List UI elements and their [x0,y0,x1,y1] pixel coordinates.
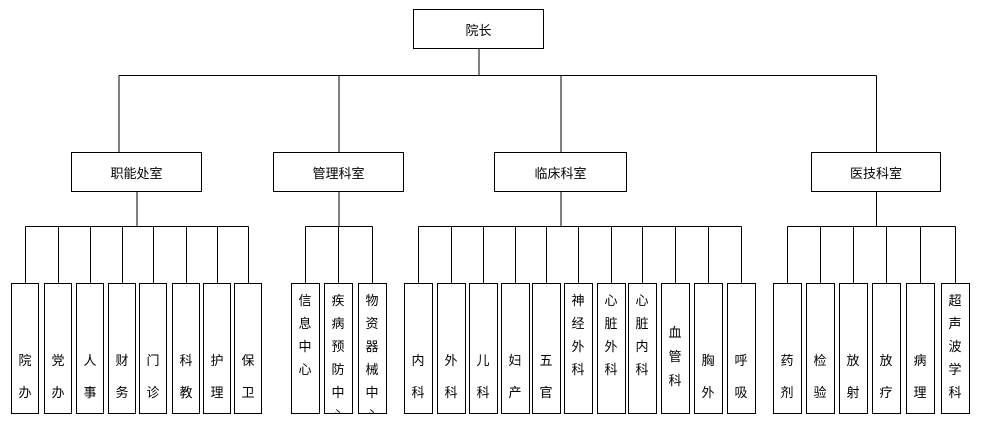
child-node: 呼吸 [726,283,756,414]
child-label: 儿科 [476,354,490,401]
child-label: 放疗 [879,354,893,401]
child-node: 药剂 [772,283,802,414]
child-label: 病理 [913,354,927,401]
child-node: 病理 [905,283,935,414]
child-node: 妇产 [500,283,530,414]
child-label: 放射 [846,354,860,401]
child-node: 物资器械中心 [357,283,387,414]
root-label: 院长 [465,23,492,39]
child-label: 心脏外科 [604,294,618,378]
child-label: 检验 [813,354,827,401]
dept-node-3: 医技科室 [811,152,941,192]
child-node: 院办 [11,283,39,414]
child-node: 人事 [76,283,104,414]
dept-node-1: 管理科室 [273,152,404,192]
child-node: 疾病预防中心 [323,283,353,414]
child-node: 外科 [436,283,466,414]
child-node: 护理 [203,283,231,414]
child-node: 血管科 [660,283,690,414]
child-label: 内科 [411,354,425,401]
child-label: 五官 [539,354,553,401]
child-node: 心脏外科 [596,283,626,414]
child-label: 心脏内科 [635,294,649,378]
child-label: 人事 [83,354,97,401]
child-label: 超声波学科 [948,294,962,401]
dept-label: 管理科室 [312,166,365,182]
dept-node-2: 临床科室 [494,152,627,192]
child-node: 胸外 [693,283,723,414]
child-node: 检验 [805,283,835,414]
child-node: 科教 [172,283,200,414]
child-label: 物资器械中心 [365,294,379,413]
child-node: 保卫 [234,283,262,414]
child-label: 血管科 [668,326,682,389]
child-label: 呼吸 [734,354,748,401]
child-node: 心脏内科 [627,283,657,414]
child-label: 保卫 [241,354,255,401]
child-node: 神经外科 [563,283,593,414]
child-node: 放疗 [871,283,901,414]
child-label: 护理 [210,354,224,401]
child-label: 科教 [179,354,193,401]
child-label: 信息中心 [298,294,312,378]
dept-node-0: 职能处室 [71,152,202,192]
child-node: 内科 [403,283,433,414]
child-node: 门诊 [139,283,167,414]
child-node: 财务 [108,283,136,414]
dept-label: 临床科室 [534,166,587,182]
child-node: 党办 [44,283,72,414]
child-label: 胸外 [701,354,715,401]
dept-label: 医技科室 [849,166,902,182]
child-node: 五官 [531,283,561,414]
child-node: 儿科 [468,283,498,414]
child-label: 门诊 [146,354,160,401]
dept-label: 职能处室 [110,166,163,182]
child-label: 药剂 [780,354,794,401]
child-label: 党办 [51,354,65,401]
child-label: 财务 [115,354,129,401]
child-label: 神经外科 [571,294,585,378]
child-node: 放射 [838,283,868,414]
child-label: 疾病预防中心 [331,294,345,413]
child-node: 超声波学科 [940,283,970,414]
root-node: 院长 [413,9,544,49]
child-node: 信息中心 [290,283,320,414]
child-label: 外科 [444,354,458,401]
child-label: 院办 [18,354,32,401]
child-label: 妇产 [508,354,522,401]
